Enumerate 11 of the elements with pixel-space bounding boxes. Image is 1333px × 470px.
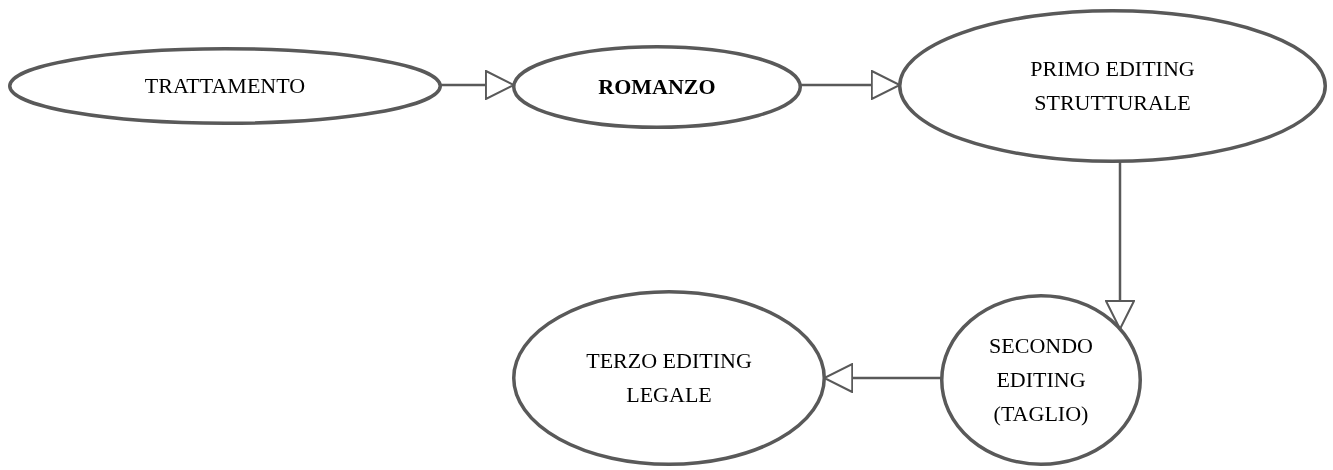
ellipse-node bbox=[512, 290, 826, 466]
node-label: TRATTAMENTO bbox=[144, 72, 306, 100]
node-label: SECONDO EDITING (TAGLIO) bbox=[988, 332, 1094, 428]
ellipse-node bbox=[898, 9, 1327, 163]
ellipse-node bbox=[940, 294, 1142, 466]
node-label: TERZO EDITING LEGALE bbox=[585, 347, 753, 409]
node-label: ROMANZO bbox=[598, 73, 716, 101]
ellipse-node bbox=[8, 47, 442, 125]
node-label: PRIMO EDITING STRUTTURALE bbox=[1029, 55, 1196, 117]
arrow bbox=[1105, 161, 1135, 330]
ellipse-node bbox=[512, 45, 802, 129]
